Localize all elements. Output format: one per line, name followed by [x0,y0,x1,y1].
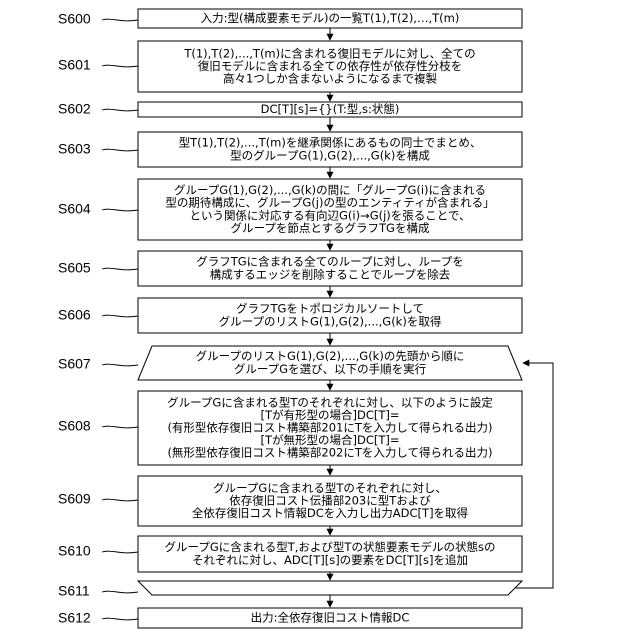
step-text-line: (無形型依存復旧コスト構築部202にTを入力して得られる出力) [167,446,492,460]
step-text-line: DC[T][s]={}(T:型,s:状態) [261,102,400,116]
step-id-label: S610 [58,543,91,559]
step-leader-line [102,149,138,151]
step-leader-line [102,618,138,620]
step-s606: S606グラフTGをトポロジカルソートしてグループのリストG(1),G(2),.… [58,298,522,333]
step-s608: S608グループGに含まれる型Tのそれぞれに対し、以下のように設定[Tが有形型の… [58,391,522,465]
step-leader-line [102,268,138,270]
step-text-line: 全依存復旧コスト情報DCを入力し出力ADC[T]を取得 [192,506,468,520]
step-id-label: S603 [58,141,91,157]
step-leader-line [102,209,138,211]
step-id-label: S609 [58,491,91,507]
step-text-line: 高々1つしか含まないようになるまで複製 [223,72,438,86]
step-text-line: グループを節点とするグラフTGを構成 [231,221,430,235]
step-text-line: グループのリストG(1),G(2),...,G(k)を取得 [219,314,442,328]
step-text-line: グループGを選び、以下の手順を実行 [234,362,426,376]
step-id-label: S601 [58,57,91,73]
step-leader-line [102,591,138,593]
step-box [138,581,522,595]
step-leader-line [102,109,138,111]
step-text-line: 入力:型(構成要素モデル)の一覧T(1),T(2),…,T(m) [201,11,460,25]
step-leader-line [102,551,138,553]
step-s612: S612 出力:全依存復旧コスト情報DC [58,608,522,628]
step-leader-line [102,364,138,366]
step-text-line: 型のグループG(1),G(2),...,G(k)を構成 [230,148,430,162]
step-id-label: S602 [58,101,91,117]
step-id-label: S611 [58,583,90,599]
step-id-label: S605 [58,260,91,276]
step-leader-line [102,65,138,67]
step-leader-line [102,426,138,428]
step-leader-line [102,19,138,21]
step-s607: S607グループのリストG(1),G(2),...,G(k)の先頭から順にグルー… [58,346,522,380]
step-s610: S610グループGに含まれる型T,および型Tの状態要素モデルの状態sのそれぞれに… [58,536,522,572]
step-s605: S605グラフTGに含まれる全てのループに対し、ループを構成するエッジを削除する… [58,251,522,286]
step-id-label: S607 [58,356,91,372]
step-leader-line [102,499,138,501]
step-id-label: S604 [58,201,91,217]
step-s611: S611 [58,581,522,599]
step-leader-line [102,315,138,317]
step-s602: S602 DC[T][s]={}(T:型,s:状態) [58,101,522,117]
step-id-label: S606 [58,307,91,323]
step-s603: S603型T(1),T(2),...,T(m)を継承関係にあるもの同士でまとめ、… [58,132,522,167]
step-id-label: S600 [58,11,91,27]
step-s609: S609グループGに含まれる型Tのそれぞれに対し、依存復旧コスト伝播部203に型… [58,476,522,526]
step-id-label: S612 [58,610,91,626]
steps: S600 入力:型(構成要素モデル)の一覧T(1),T(2),…,T(m) S601… [58,9,522,628]
step-text-line: 構成するエッジを削除することでループを除去 [210,267,450,281]
step-id-label: S608 [58,418,91,434]
step-s600: S600 入力:型(構成要素モデル)の一覧T(1),T(2),…,T(m) [58,9,522,28]
step-s604: S604グループG(1),G(2),...,G(k)の間に「グループG(i)に含… [58,179,522,240]
step-s601: S601T(1),T(2),...,T(m)に含まれる復旧モデルに対し、全ての復… [58,41,522,92]
step-text-line: それぞれに対し、ADC[T][s]の要素をDC[T][s]を追加 [192,553,468,567]
step-text-line: 出力:全依存復旧コスト情報DC [251,611,410,625]
